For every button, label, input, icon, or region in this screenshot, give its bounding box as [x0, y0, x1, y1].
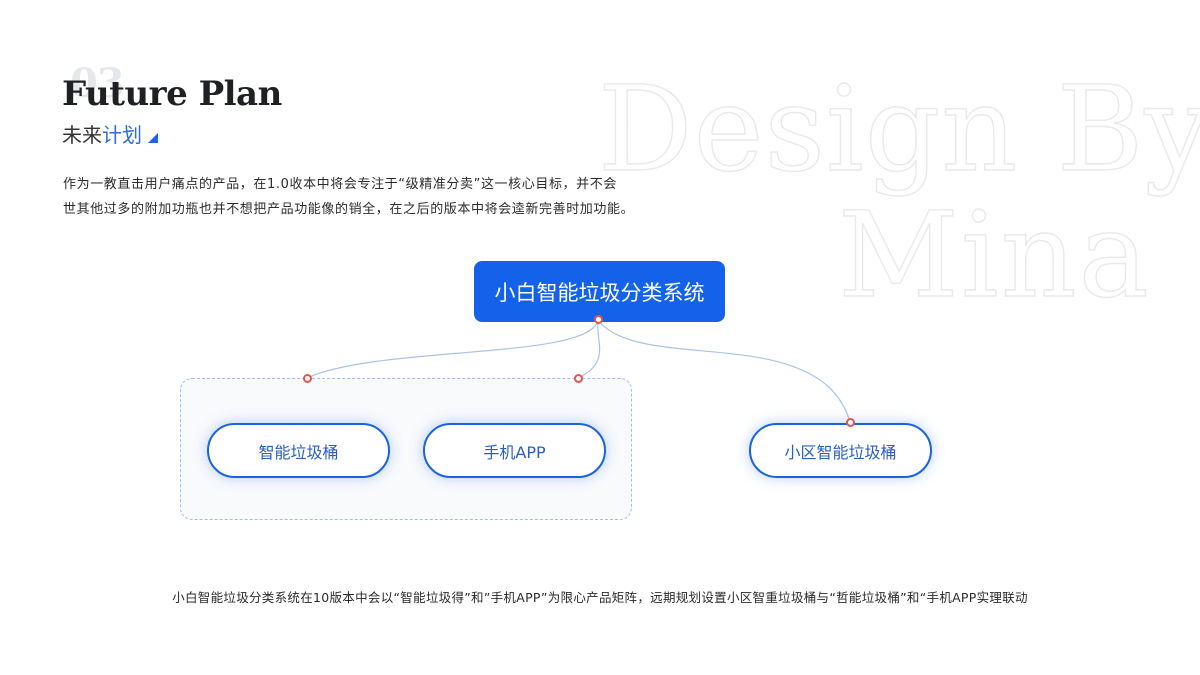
node-community-bin[interactable]: 小区智能垃圾桶 — [749, 423, 932, 478]
watermark-mina: Mina — [837, 186, 1151, 324]
subtitle-accent: 计划 — [102, 123, 142, 147]
connector-dot-app — [574, 374, 583, 383]
page-subtitle: 未来计划 — [62, 119, 158, 148]
node-smart-bin[interactable]: 智能垃圾桶 — [207, 423, 390, 478]
section-number: 03 — [70, 60, 125, 107]
subtitle-plain: 未来 — [62, 123, 102, 147]
page-title: Future Plan — [62, 74, 282, 114]
connector-to-smart-bin — [306, 319, 599, 379]
footer-text: 小白智能垃圾分类系统在10版本中会以“智能垃圾得”和”手机APP”为限心产品矩阵… — [172, 590, 1028, 605]
description: 作为一教直击用户痛点的产品，在1.0收本中将会专注于“级精准分卖”这一核心目标，… — [63, 172, 743, 222]
watermark-design-by: Design By — [597, 60, 1200, 198]
corner-triangle-icon — [148, 133, 158, 143]
connector-dot-root — [594, 315, 603, 324]
root-node[interactable]: 小白智能垃圾分类系统 — [474, 261, 725, 322]
connector-to-app — [577, 319, 601, 379]
connector-dot-smart-bin — [303, 374, 312, 383]
node-mobile-app[interactable]: 手机APP — [423, 423, 606, 478]
connector-to-community-bin — [597, 319, 851, 423]
description-line-2: 世其他过多的附加功瓶也并不想把产品功能像的销全，在之后的版本中将会逵新完善时加功… — [63, 202, 635, 217]
connector-dot-community-bin — [846, 418, 855, 427]
description-line-1: 作为一教直击用户痛点的产品，在1.0收本中将会专注于“级精准分卖”这一核心目标，… — [63, 177, 617, 192]
